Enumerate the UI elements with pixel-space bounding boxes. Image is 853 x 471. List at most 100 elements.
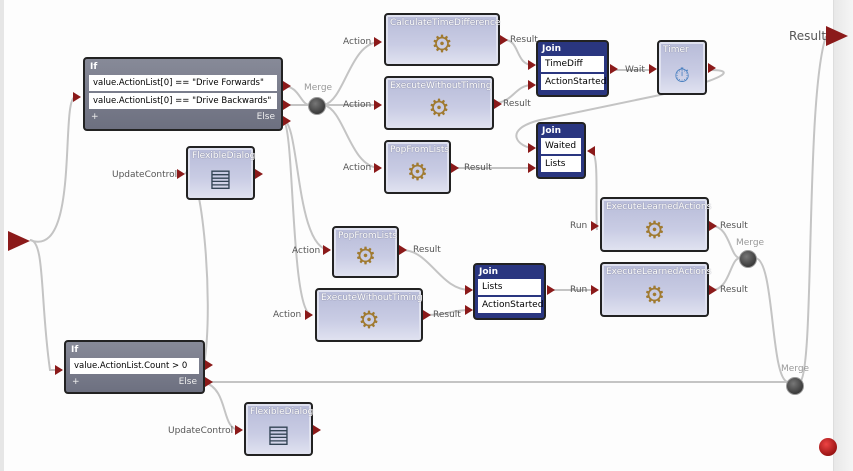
- activity-title: FlexibleDialog: [192, 151, 256, 161]
- wire: [184, 170, 209, 366]
- pin[interactable]: [283, 116, 291, 126]
- activity-execute-without-timing-2[interactable]: ExecuteWithoutTiming⚙: [315, 288, 423, 342]
- merge-node[interactable]: [786, 377, 804, 395]
- merge-node[interactable]: [308, 97, 326, 115]
- condition-row[interactable]: value.ActionList[0] == "Drive Backwards": [89, 93, 277, 109]
- pin[interactable]: [305, 310, 313, 320]
- wire: [323, 104, 381, 169]
- gear-icon: ⚙: [428, 94, 450, 122]
- result-label: Result: [433, 310, 461, 320]
- wire: [29, 96, 76, 243]
- pin[interactable]: [465, 305, 473, 315]
- pin[interactable]: [451, 163, 459, 173]
- pin[interactable]: [547, 285, 555, 295]
- activity-pop-from-lists-2[interactable]: PopFromLists⚙: [332, 226, 399, 278]
- activity-calculate-time-difference[interactable]: CalculateTimeDifference⚙: [384, 13, 500, 66]
- else-label: Else: [178, 377, 197, 387]
- condition-row[interactable]: value.ActionList[0] == "Drive Forwards": [89, 75, 277, 91]
- pin[interactable]: [591, 285, 599, 295]
- pin[interactable]: [283, 100, 291, 110]
- left-edge: [0, 0, 4, 471]
- if-block-1[interactable]: If value.ActionList[0] == "Drive Forward…: [83, 57, 283, 131]
- pin[interactable]: [399, 245, 407, 255]
- activity-timer[interactable]: Timer⏱: [657, 40, 707, 95]
- update-control-label: UpdateControl: [168, 426, 234, 436]
- wire: [515, 69, 725, 149]
- if-title: If: [71, 345, 79, 355]
- gear-icon: ⚙: [406, 158, 429, 186]
- pin[interactable]: [283, 81, 291, 91]
- pin[interactable]: [528, 80, 536, 90]
- activity-title: ExecuteLearnedActions: [606, 267, 712, 277]
- join-1[interactable]: Join TimeDiff ActionStarted: [536, 40, 609, 97]
- pin[interactable]: [708, 63, 716, 73]
- pin[interactable]: [587, 146, 595, 156]
- pin[interactable]: [235, 425, 243, 435]
- update-control-label: UpdateControl: [112, 170, 178, 180]
- activity-title: ExecuteWithoutTiming: [321, 293, 423, 303]
- pin[interactable]: [374, 100, 382, 110]
- merge-node[interactable]: [739, 250, 757, 268]
- result-label: Result: [720, 285, 748, 295]
- join-2[interactable]: Join Waited Lists: [536, 122, 586, 179]
- merge-label: Merge: [781, 364, 810, 374]
- join-row: Waited: [541, 138, 581, 154]
- add-condition-button[interactable]: +: [72, 377, 80, 387]
- input-pin[interactable]: [8, 231, 30, 251]
- if-block-2[interactable]: If value.ActionList.Count > 0 + Else: [64, 340, 205, 394]
- gear-icon: ⚙: [643, 216, 666, 244]
- activity-execute-learned-actions-2[interactable]: ExecuteLearnedActions⚙: [600, 262, 712, 317]
- pin[interactable]: [591, 221, 599, 231]
- pin[interactable]: [709, 221, 717, 231]
- activity-flexible-dialog-2[interactable]: FlexibleDialog▤: [244, 402, 313, 456]
- condition-row[interactable]: value.ActionList.Count > 0: [70, 358, 199, 374]
- output-pin[interactable]: [826, 26, 848, 46]
- activity-execute-without-timing[interactable]: ExecuteWithoutTiming⚙: [384, 76, 494, 130]
- right-panel[interactable]: [833, 0, 853, 471]
- stopwatch-icon: ⏱: [674, 63, 690, 87]
- activity-pop-from-lists[interactable]: PopFromLists ⚙: [384, 140, 451, 194]
- pin[interactable]: [528, 163, 536, 173]
- pin[interactable]: [494, 99, 502, 109]
- gear-icon: ⚙: [431, 30, 453, 58]
- pin[interactable]: [177, 169, 185, 179]
- pin[interactable]: [709, 285, 717, 295]
- join-title: Join: [542, 126, 562, 136]
- run-label: Run: [570, 285, 588, 295]
- add-condition-button[interactable]: +: [91, 112, 99, 122]
- pin[interactable]: [205, 360, 213, 370]
- activity-execute-learned-actions-1[interactable]: ExecuteLearnedActions ⚙: [600, 197, 712, 252]
- result-label: Result: [464, 163, 492, 173]
- pin[interactable]: [374, 37, 382, 47]
- pin[interactable]: [528, 60, 536, 70]
- pin[interactable]: [500, 35, 508, 45]
- pin[interactable]: [649, 64, 657, 74]
- join-3[interactable]: Join Lists ActionStarted: [473, 263, 546, 320]
- fault-indicator[interactable]: [819, 438, 837, 456]
- pin[interactable]: [255, 169, 263, 179]
- pin[interactable]: [465, 285, 473, 295]
- pin[interactable]: [610, 64, 618, 74]
- pin[interactable]: [528, 143, 536, 153]
- wire: [29, 239, 62, 371]
- pin[interactable]: [313, 425, 321, 435]
- dialog-icon: ▤: [209, 164, 232, 192]
- pin[interactable]: [374, 163, 382, 173]
- pin[interactable]: [55, 365, 63, 375]
- activity-title: PopFromLists: [390, 145, 450, 155]
- pin[interactable]: [323, 245, 331, 255]
- wire: [203, 381, 241, 431]
- pin[interactable]: [73, 92, 81, 102]
- activity-title: ExecuteLearnedActions: [606, 202, 712, 212]
- gear-icon: ⚙: [354, 242, 377, 270]
- join-row: Lists: [478, 279, 541, 295]
- if-title: If: [90, 62, 98, 72]
- pin[interactable]: [423, 310, 431, 320]
- else-label: Else: [256, 112, 275, 122]
- wire: [589, 149, 598, 231]
- pin[interactable]: [205, 377, 213, 387]
- wire: [799, 35, 827, 383]
- activity-flexible-dialog-1[interactable]: FlexibleDialog ▤: [186, 146, 255, 200]
- result-label: Result: [720, 221, 748, 231]
